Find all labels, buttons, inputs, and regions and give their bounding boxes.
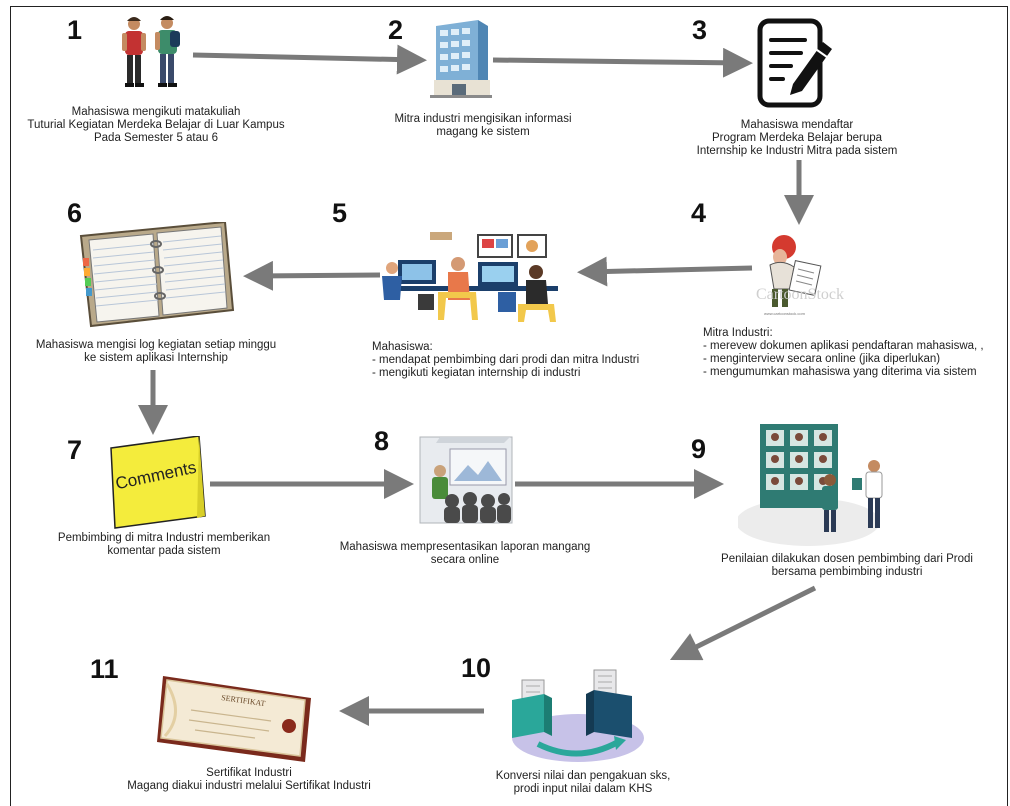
registration-form-icon — [757, 18, 832, 108]
step-6-number: 6 — [67, 198, 83, 228]
step-3-number: 3 — [692, 15, 708, 45]
step-6-caption: Mahasiswa mengisi log kegiatan setiap mi… — [35, 339, 277, 364]
evaluation-board-icon — [738, 424, 883, 546]
cartoon-url: www.cartoonstock.com — [764, 311, 806, 316]
office-building-icon — [430, 20, 492, 98]
step-5-number: 5 — [332, 198, 348, 228]
step-7-number: 7 — [67, 435, 83, 465]
cartoon-reviewer-icon: CartoonStock www.cartoonstock.com — [756, 235, 844, 316]
certificate-icon: SERTIFIKAT — [157, 676, 311, 762]
logbook-icon — [79, 222, 235, 328]
step-5-caption: Mahasiswa:- mendapat pembimbing dari pro… — [372, 341, 640, 379]
step-9-caption: Penilaian dilakukan dosen pembimbing dar… — [721, 553, 973, 578]
step-11-number: 11 — [90, 654, 119, 684]
students-icon — [122, 16, 180, 87]
step-1-number: 1 — [67, 15, 83, 45]
step-8-caption: Mahasiswa mempresentasikan laporan manga… — [339, 541, 591, 566]
step-8-number: 8 — [374, 426, 390, 456]
arrow-1-to-2 — [192, 44, 427, 75]
arrow-4-to-5 — [577, 256, 753, 287]
cartoon-watermark: CartoonStock — [756, 286, 844, 303]
step-4-caption: Mitra Industri:- merevew dokumen aplikas… — [703, 327, 984, 378]
step-2-number: 2 — [388, 15, 404, 45]
comments-note-icon: Comments — [103, 436, 207, 530]
arrow-9-to-10 — [669, 585, 817, 661]
presentation-icon — [419, 436, 513, 524]
diagram-frame — [10, 6, 1008, 806]
grade-conversion-icon — [512, 669, 644, 762]
arrow-5-to-6 — [243, 260, 381, 291]
team-working-icon — [382, 232, 558, 322]
step-10-caption: Konversi nilai dan pengakuan sks,prodi i… — [495, 770, 671, 795]
step-4-number: 4 — [691, 198, 707, 228]
step-10-number: 10 — [461, 653, 492, 683]
arrow-2-to-3 — [492, 47, 753, 78]
step-9-number: 9 — [691, 434, 707, 464]
